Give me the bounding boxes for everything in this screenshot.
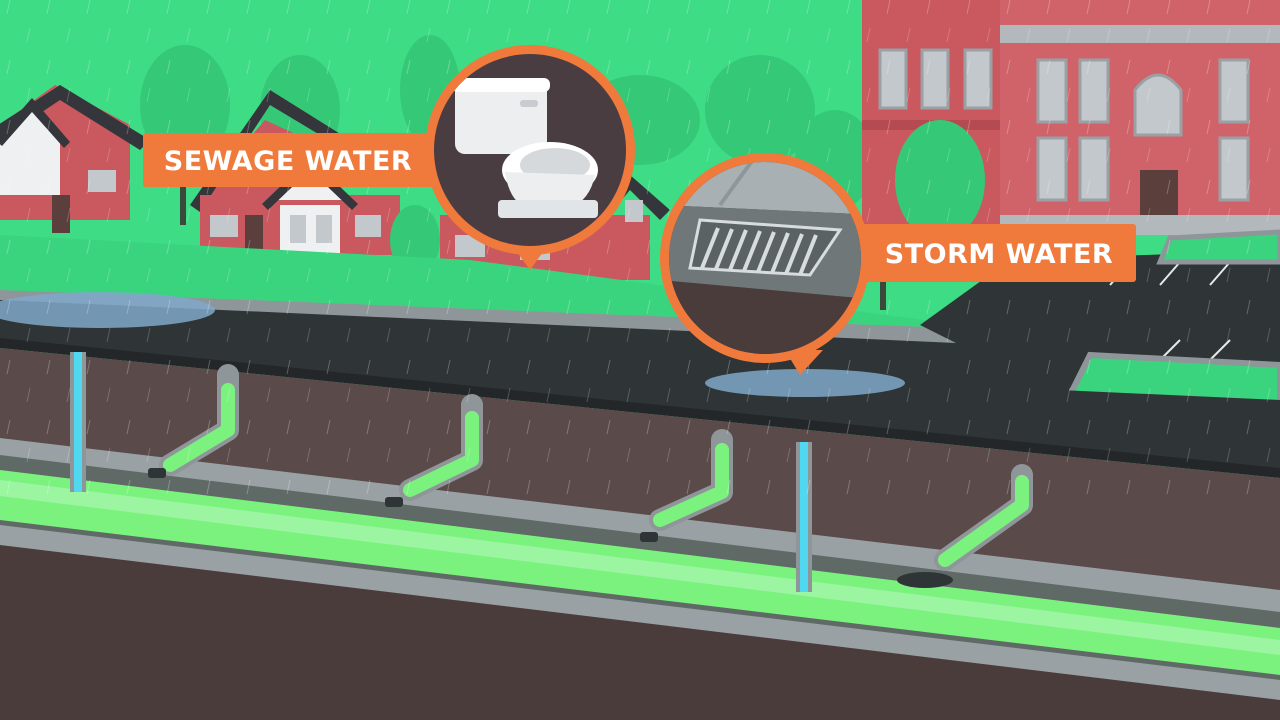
sewage-flow-highlight [0, 480, 1280, 655]
storm-water-label: STORM WATER [862, 224, 1136, 282]
sewage-water-label-text: SEWAGE WATER [164, 146, 412, 177]
storm-drain-callout [660, 153, 870, 375]
storm-water-label-text: STORM WATER [885, 239, 1113, 270]
sewage-water-label: SEWAGE WATER [143, 133, 433, 187]
toilet-callout [425, 45, 635, 270]
toilet-icon [452, 78, 598, 218]
